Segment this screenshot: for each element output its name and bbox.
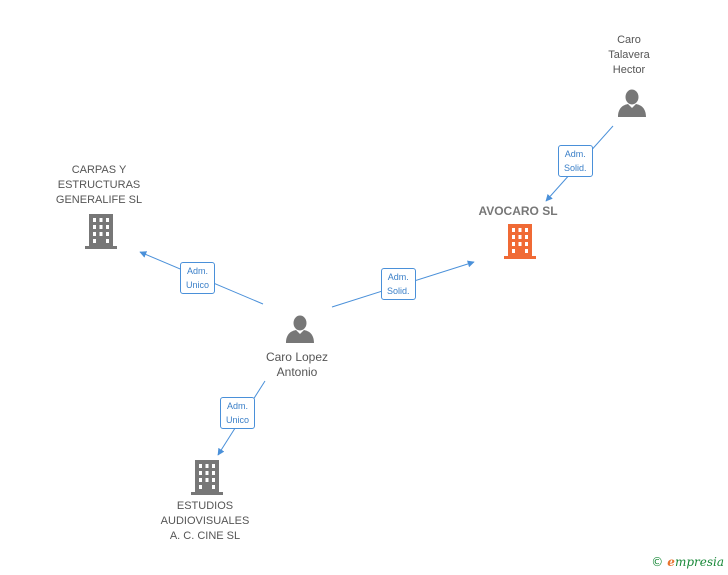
edge-label-lopez-avocaro: Adm. Solid.: [381, 268, 416, 300]
node-label-caro-talavera[interactable]: Caro Talavera Hector: [608, 34, 650, 76]
node-label-caro-lopez[interactable]: Caro Lopez Antonio: [265, 350, 329, 379]
edge-label-lopez-estudios: Adm. Unico: [220, 397, 256, 429]
empresia-logo: ©empresia: [651, 555, 724, 569]
brand-initial: e: [667, 555, 675, 569]
building-icon[interactable]: [504, 224, 536, 260]
brand-name: mpresia: [674, 555, 724, 569]
copyright-symbol: ©: [651, 555, 664, 569]
person-icon[interactable]: [285, 315, 315, 343]
building-icon[interactable]: [191, 460, 223, 496]
edge-label-talavera-avocaro: Adm. Solid.: [558, 145, 593, 177]
node-label-carpas[interactable]: CARPAS Y ESTRUCTURAS GENERALIFE SL: [55, 164, 143, 206]
node-label-estudios[interactable]: ESTUDIOS AUDIOVISUALES A. C. CINE SL: [160, 500, 250, 542]
edge-label-lopez-carpas: Adm. Unico: [180, 262, 216, 294]
building-icon[interactable]: [85, 214, 117, 250]
node-label-avocaro[interactable]: AVOCARO SL: [478, 204, 558, 218]
person-icon[interactable]: [617, 89, 647, 117]
